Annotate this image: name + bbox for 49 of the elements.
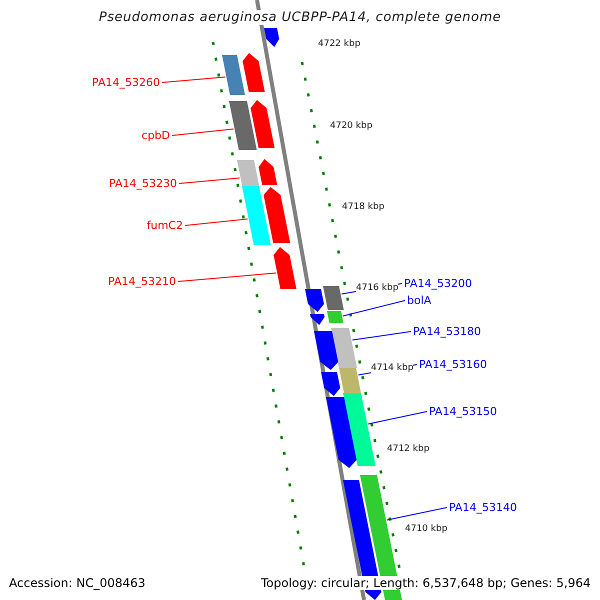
scale-label: 4716 kbp: [356, 283, 398, 294]
gene-feature: [258, 159, 278, 185]
gene-feature: [310, 314, 325, 325]
gene-box: [339, 368, 361, 393]
leader-line: [162, 76, 226, 83]
leader-line: [178, 272, 277, 282]
gene-feature: [264, 28, 280, 47]
genome-info-text: Topology: circular; Length: 6,537,648 bp; Genes: 5,964: [261, 576, 591, 590]
gene-feature: [274, 247, 296, 289]
leader-line: [184, 218, 248, 226]
gene-feature: [321, 372, 340, 396]
gene-box: [222, 55, 245, 95]
gene-label: cpbD: [142, 130, 170, 141]
gene-box: [331, 328, 357, 368]
gene-label: PA14_53260: [92, 77, 160, 88]
leader-line: [342, 300, 406, 316]
title: Pseudomonas aeruginosa UCBPP-PA14, complete genome: [96, 10, 504, 25]
accession-text: Accession: NC_008463: [9, 576, 146, 590]
gene-box: [229, 101, 257, 150]
scale-label: 4714 kbp: [371, 363, 414, 374]
gene-label: PA14_53150: [429, 406, 497, 417]
leader-line: [352, 331, 412, 340]
gene-box: [323, 286, 344, 310]
leader-line: [386, 507, 448, 520]
gene-label: PA14_53210: [108, 276, 176, 287]
scale-label: 4710 kbp: [405, 524, 448, 535]
gene-feature: [314, 331, 338, 370]
gene-label: bolA: [407, 295, 432, 306]
gene-box: [237, 160, 260, 186]
gene-label: PA14_53140: [449, 502, 517, 513]
gene-feature: [250, 100, 275, 148]
gene-box: [242, 186, 271, 245]
gene-box: [343, 393, 376, 466]
leader-line: [178, 178, 240, 184]
gene-label: PA14_53230: [109, 178, 177, 189]
gene-feature: [305, 289, 324, 312]
leader-line: [368, 411, 428, 424]
scale-label: 4722 kbp: [318, 39, 360, 50]
gene-label: PA14_53160: [419, 359, 487, 370]
gene-feature: [326, 397, 357, 468]
gene-label: fumC2: [146, 220, 183, 231]
gene-feature: [264, 187, 290, 243]
leader-line: [172, 128, 234, 136]
scale-label: 4712 kbp: [387, 444, 430, 455]
scale-label: 4718 kbp: [342, 202, 384, 213]
scale-label: 4720 kbp: [330, 121, 372, 132]
gene-label: PA14_53200: [404, 278, 472, 289]
gene-label: PA14_53180: [413, 326, 481, 337]
gene-feature: [242, 53, 265, 92]
